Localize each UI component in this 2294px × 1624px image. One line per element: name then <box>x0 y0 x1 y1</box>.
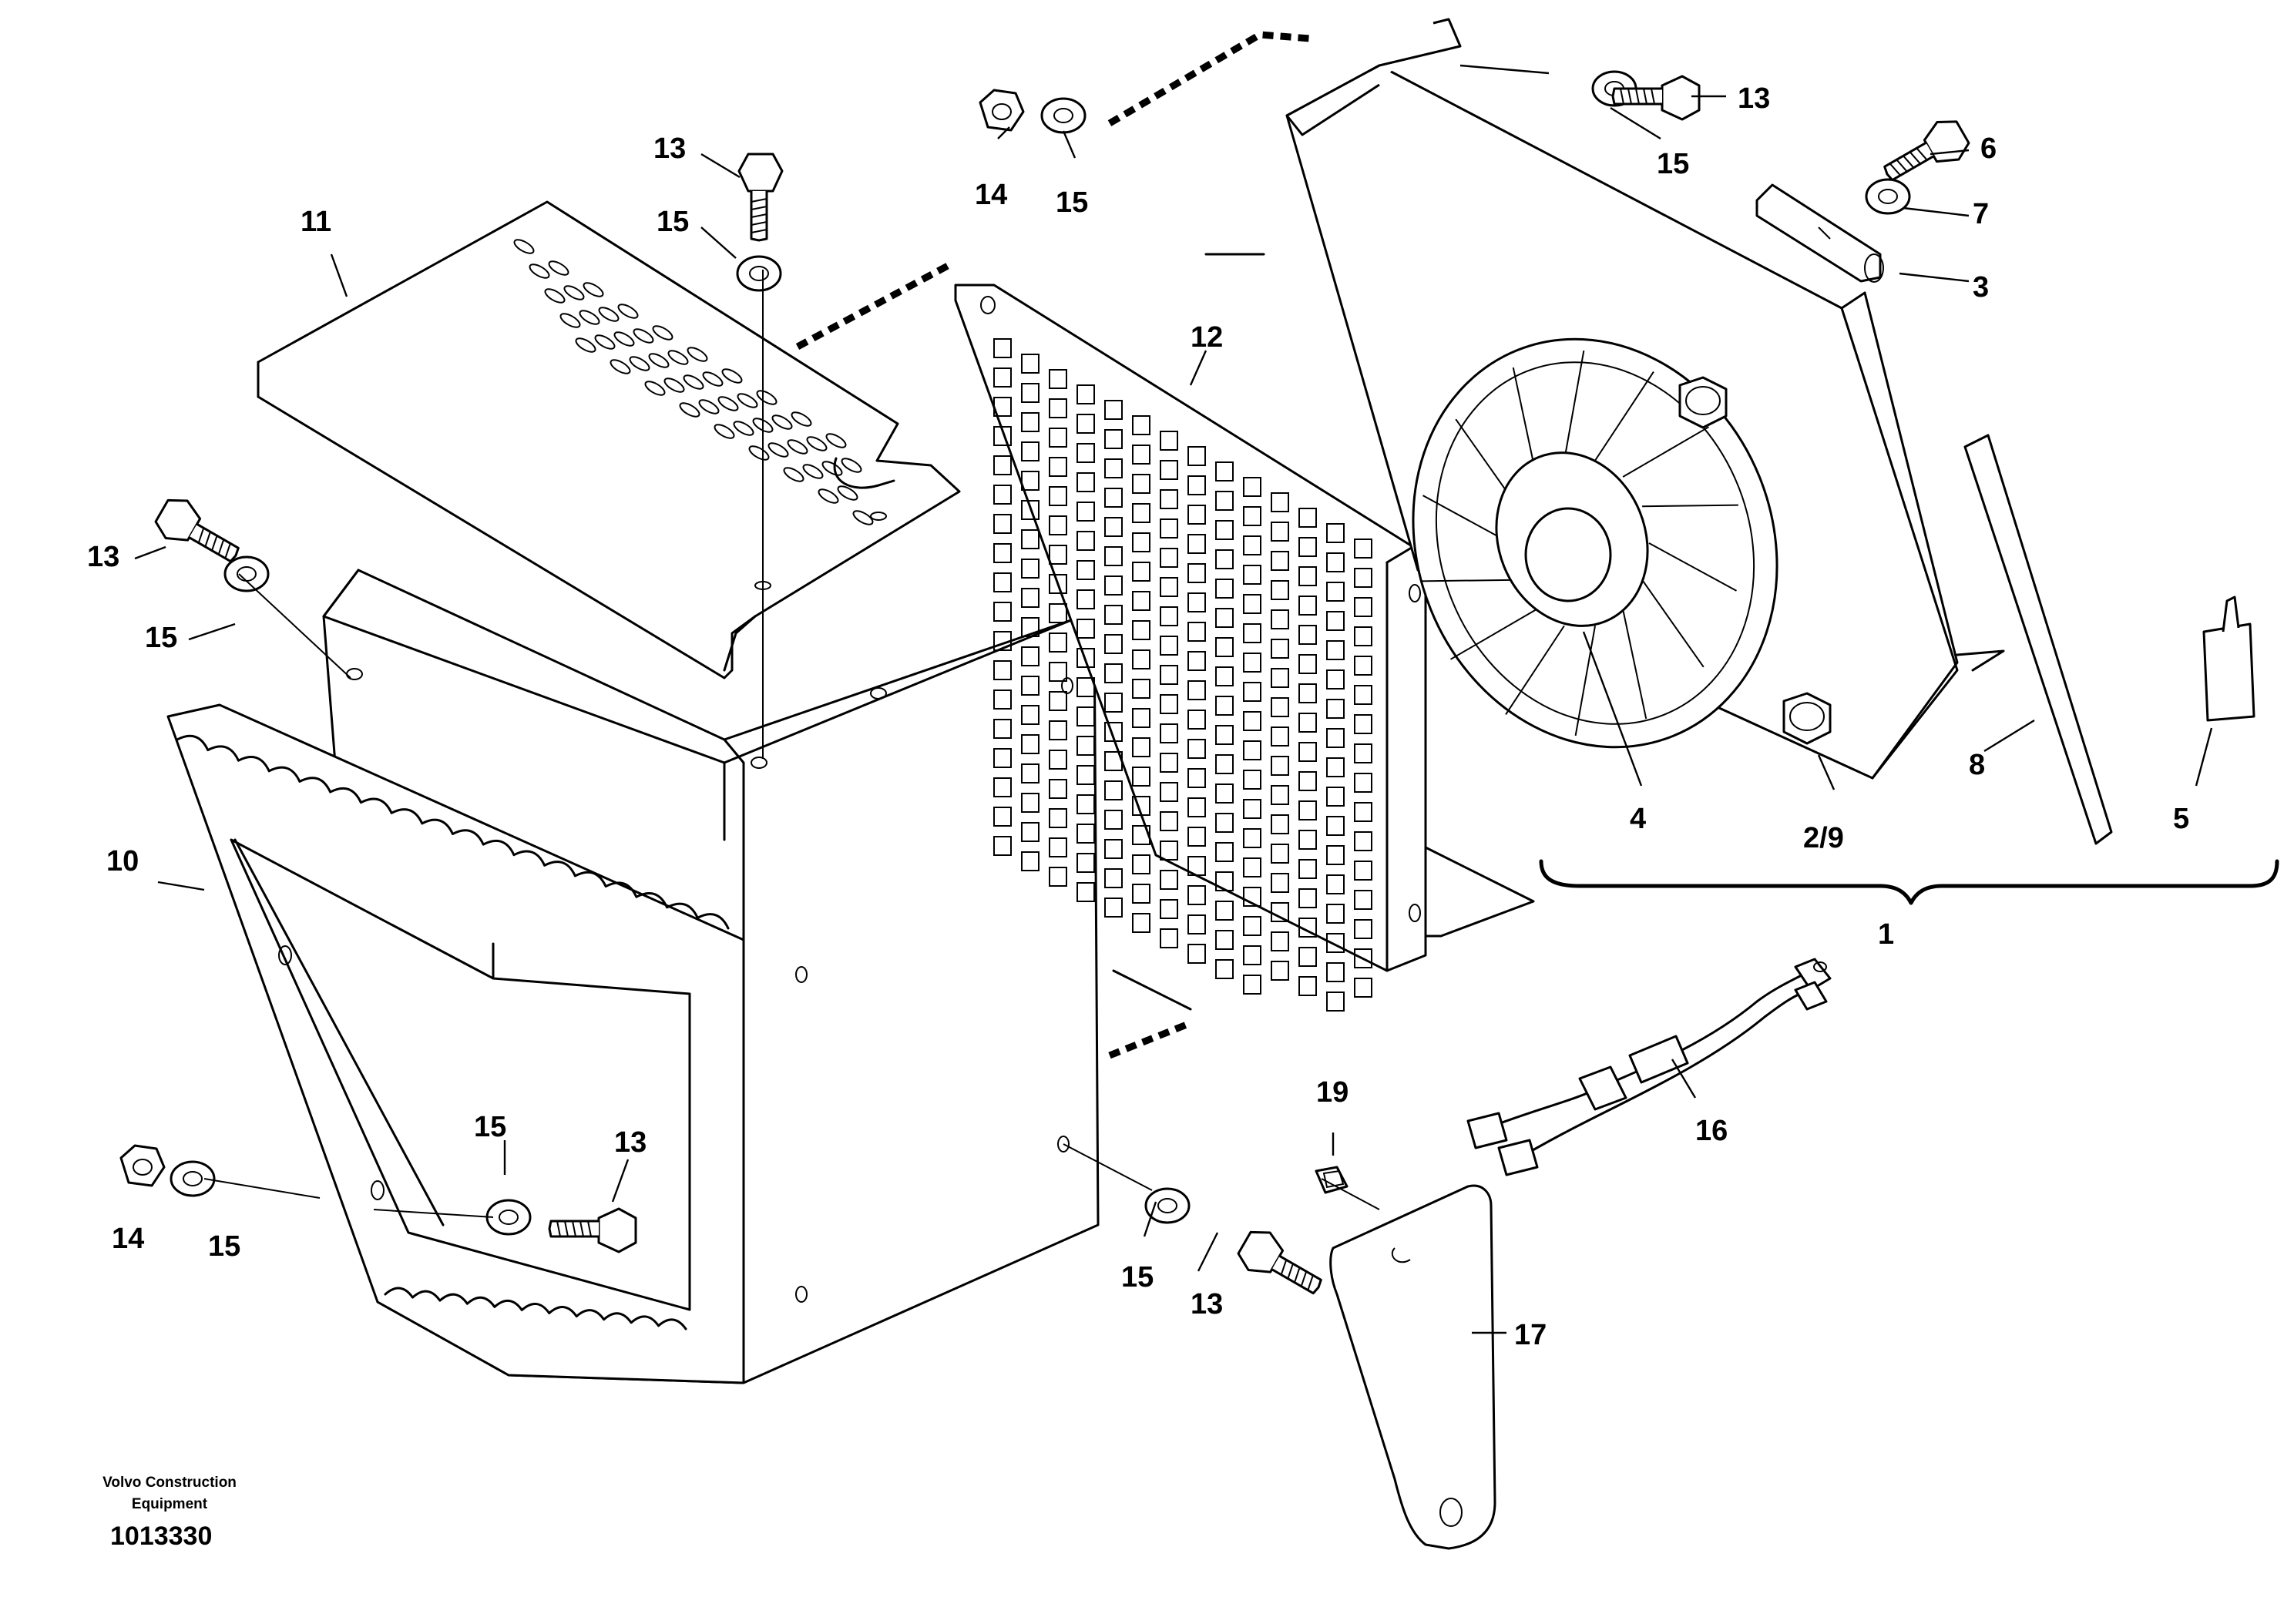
bolt-13-unit <box>1611 75 1701 121</box>
callout-15-washer-top: 15 <box>1056 186 1088 219</box>
washer-15-cover <box>736 255 782 292</box>
bolt-13-cover <box>737 153 784 242</box>
callout-14-nut-top: 14 <box>975 179 1007 211</box>
brand-line-1: Volvo Construction <box>102 1475 237 1491</box>
seal-strip-part-8 <box>1963 434 2113 845</box>
callout-10-housing: 10 <box>106 845 139 877</box>
callout-1-assembly: 1 <box>1878 918 1894 951</box>
callout-5-nozzle: 5 <box>2173 803 2189 835</box>
callout-8-strip: 8 <box>1969 749 1985 781</box>
callout-15-washer-inner: 15 <box>474 1111 506 1143</box>
callout-13-bolt-inner: 13 <box>614 1126 647 1159</box>
clip-part-19 <box>1315 1166 1349 1194</box>
washer-15-right <box>1144 1187 1191 1224</box>
callout-15-unit-washer: 15 <box>1657 148 1689 180</box>
bolt-13-inner <box>548 1207 637 1253</box>
top-cover-part <box>257 200 961 679</box>
washer-15-housing <box>223 555 270 592</box>
washer-15-left <box>170 1160 216 1197</box>
grille-part <box>954 284 1535 1012</box>
bolt-13-housing <box>154 498 240 563</box>
leader-lines <box>134 64 2213 1334</box>
callout-12-grille: 12 <box>1191 321 1223 354</box>
callout-15-washer-left: 15 <box>208 1230 240 1263</box>
nozzle-part-5 <box>2202 596 2255 722</box>
callout-19-clip: 19 <box>1316 1076 1349 1109</box>
callout-4-fan: 4 <box>1630 803 1646 835</box>
callout-13-bolt-right: 13 <box>1191 1288 1223 1320</box>
bolt-13-right <box>1237 1230 1322 1295</box>
callout-15-washer-right: 15 <box>1121 1261 1154 1293</box>
callout-16-harness: 16 <box>1695 1115 1728 1147</box>
cover-vent-holes <box>513 239 874 525</box>
fasteners <box>119 70 1970 1295</box>
nut-14-left <box>119 1144 166 1187</box>
washer-15-top <box>1040 97 1087 134</box>
callout-labels: 13 15 11 13 15 10 14 15 15 13 14 15 12 1… <box>87 82 2189 1351</box>
bracket-part-17 <box>1329 1184 1496 1550</box>
grille-mesh <box>993 338 1372 1012</box>
callout-14-nut-left: 14 <box>112 1223 144 1255</box>
unit-mount-nut-top <box>1678 376 1728 429</box>
brand-line-2: Equipment <box>132 1496 208 1512</box>
callout-13-unit-bolt: 13 <box>1738 82 1770 115</box>
washer-7 <box>1865 178 1911 215</box>
callout-3-pin: 3 <box>1973 271 1989 304</box>
callout-13-cover-bolt: 13 <box>653 133 686 165</box>
document-number: 1013330 <box>110 1522 212 1551</box>
callout-2-9-radiator: 2/9 <box>1803 822 1844 854</box>
footer-block: Volvo Construction Equipment 1013330 <box>102 1475 237 1551</box>
washer-15-inner <box>485 1199 532 1236</box>
callout-15-housing-washer: 15 <box>145 622 177 654</box>
callout-13-housing-bolt: 13 <box>87 541 119 573</box>
callout-7-washer: 7 <box>1973 198 1989 230</box>
callout-15-cover-washer: 15 <box>657 206 689 238</box>
pin-part-3 <box>1755 183 1884 283</box>
radiator-fan-unit <box>1285 18 2005 780</box>
nut-14-top <box>979 89 1025 132</box>
housing-part <box>166 569 1100 1384</box>
callout-11-cover: 11 <box>301 206 331 238</box>
wiring-harness-part <box>1466 958 1832 1176</box>
callout-17-bracket: 17 <box>1514 1319 1547 1351</box>
unit-mount-nut-bottom <box>1782 692 1832 745</box>
callout-6-bolt: 6 <box>1980 133 1997 165</box>
